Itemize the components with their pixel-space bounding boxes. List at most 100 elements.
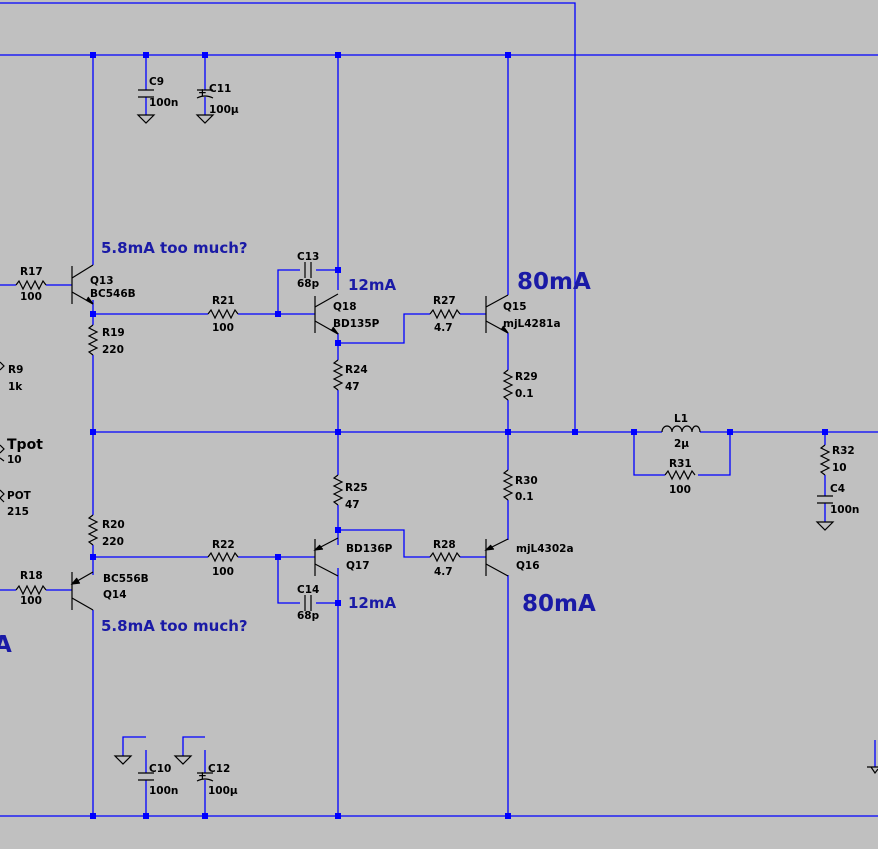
- resistor-r22-symbol: [207, 551, 239, 563]
- r19-name: R19: [102, 327, 125, 339]
- pot-value: 215: [7, 506, 29, 518]
- svg-text:+: +: [198, 87, 207, 99]
- resistor-r31-symbol: [664, 469, 696, 481]
- l1-value: 2μ: [674, 438, 689, 450]
- capacitor-c11-symbol: [196, 89, 214, 99]
- q15-model: mjL4281a: [503, 318, 561, 330]
- transistor-q17-symbol: [313, 537, 339, 577]
- tpot-value: 10: [7, 454, 22, 466]
- r25-value: 47: [345, 499, 360, 511]
- c11-value: 100μ: [209, 104, 239, 116]
- r29-name: R29: [515, 371, 538, 383]
- c13-name: C13: [297, 251, 319, 263]
- component-labels: C9 100n C11 100μ + + C13 68p C14 68p R17…: [7, 76, 859, 797]
- q17-current-comment: 12mA: [348, 594, 397, 612]
- l1-name: L1: [674, 413, 688, 425]
- component-symbols: [0, 89, 878, 782]
- q17-name: Q17: [346, 560, 370, 572]
- capacitor-c12-symbol: [196, 772, 214, 782]
- resistor-r29-symbol: [502, 369, 514, 401]
- capacitor-c4-symbol: [817, 495, 833, 504]
- transistor-q16-symbol: [484, 538, 509, 577]
- c9-value: 100n: [149, 97, 178, 109]
- c10-value: 100n: [149, 785, 178, 797]
- q14-model: BC556B: [103, 573, 149, 585]
- c11-name: C11: [209, 83, 231, 95]
- q18-name: Q18: [333, 301, 357, 313]
- capacitor-c13-symbol: [304, 262, 312, 278]
- r17-name: R17: [20, 266, 43, 278]
- resistor-r28-symbol: [429, 551, 461, 563]
- ground-edge-symbol: [867, 766, 878, 775]
- r22-value: 100: [212, 566, 234, 578]
- c9-name: C9: [149, 76, 164, 88]
- r30-value: 0.1: [515, 491, 534, 503]
- resistor-r27-symbol: [429, 308, 461, 320]
- r19-value: 220: [102, 344, 124, 356]
- c10-name: C10: [149, 763, 171, 775]
- transistor-q13-symbol: [71, 264, 94, 305]
- comments: 5.8mA too much? 5.8mA too much? 12mA 12m…: [0, 239, 596, 658]
- q14-comment: 5.8mA too much?: [101, 617, 248, 635]
- capacitor-c14-symbol: [304, 595, 312, 611]
- r17-value: 100: [20, 291, 42, 303]
- c13-value: 68p: [297, 278, 320, 290]
- left-edge-comment-fragment: A: [0, 632, 12, 658]
- r9-name: R9: [8, 364, 23, 376]
- resistor-r19-symbol: [87, 324, 99, 356]
- c4-value: 100n: [830, 504, 859, 516]
- inductor-l1-symbol: [661, 425, 701, 433]
- transistor-q14-symbol: [70, 571, 94, 611]
- q13-model: BC546B: [90, 288, 136, 300]
- resistor-r24-symbol: [332, 359, 344, 391]
- ground-c11-symbol: [195, 114, 215, 124]
- ground-c9-symbol: [136, 114, 156, 124]
- c12-name: C12: [208, 763, 230, 775]
- ground-c10-symbol: [113, 755, 133, 765]
- c12-value: 100μ: [208, 785, 238, 797]
- r22-name: R22: [212, 539, 235, 551]
- r24-name: R24: [345, 364, 368, 376]
- q15-name: Q15: [503, 301, 527, 313]
- r20-name: R20: [102, 519, 125, 531]
- feedback-wire: [0, 2, 576, 432]
- tpot-name: Tpot: [7, 437, 43, 453]
- r27-name: R27: [433, 295, 456, 307]
- resistor-r32-symbol: [819, 444, 831, 476]
- wires: [0, 2, 878, 817]
- ground-c12-symbol: [173, 755, 193, 765]
- pot-name: POT: [7, 490, 32, 502]
- q18-model: BD135P: [333, 318, 380, 330]
- r32-name: R32: [832, 445, 855, 457]
- r28-value: 4.7: [434, 566, 453, 578]
- q14-name: Q14: [103, 589, 127, 601]
- resistor-r17-symbol: [15, 279, 47, 291]
- q16-current-comment: 80mA: [522, 591, 596, 617]
- svg-text:+: +: [198, 770, 207, 782]
- r21-name: R21: [212, 295, 235, 307]
- r28-name: R28: [433, 539, 456, 551]
- r30-name: R30: [515, 475, 538, 487]
- capacitor-c10-symbol: [138, 772, 154, 781]
- q15-current-comment: 80mA: [517, 269, 591, 295]
- r25-name: R25: [345, 482, 368, 494]
- ground-c4-symbol: [815, 521, 835, 531]
- resistor-r21-symbol: [207, 308, 239, 320]
- r29-value: 0.1: [515, 388, 534, 400]
- q16-name: Q16: [516, 560, 540, 572]
- c14-value: 68p: [297, 610, 320, 622]
- junction-dots: [90, 52, 828, 819]
- c14-name: C14: [297, 584, 319, 596]
- resistor-r18-symbol: [15, 584, 47, 596]
- transistor-q15-symbol: [485, 294, 509, 334]
- q13-comment: 5.8mA too much?: [101, 239, 248, 257]
- capacitor-c9-symbol: [138, 89, 154, 98]
- r21-value: 100: [212, 322, 234, 334]
- r27-value: 4.7: [434, 322, 453, 334]
- q17-model: BD136P: [346, 543, 393, 555]
- r31-value: 100: [669, 484, 691, 496]
- transistor-q18-symbol: [314, 293, 339, 335]
- q18-current-comment: 12mA: [348, 276, 397, 294]
- resistor-r30-symbol: [502, 469, 514, 501]
